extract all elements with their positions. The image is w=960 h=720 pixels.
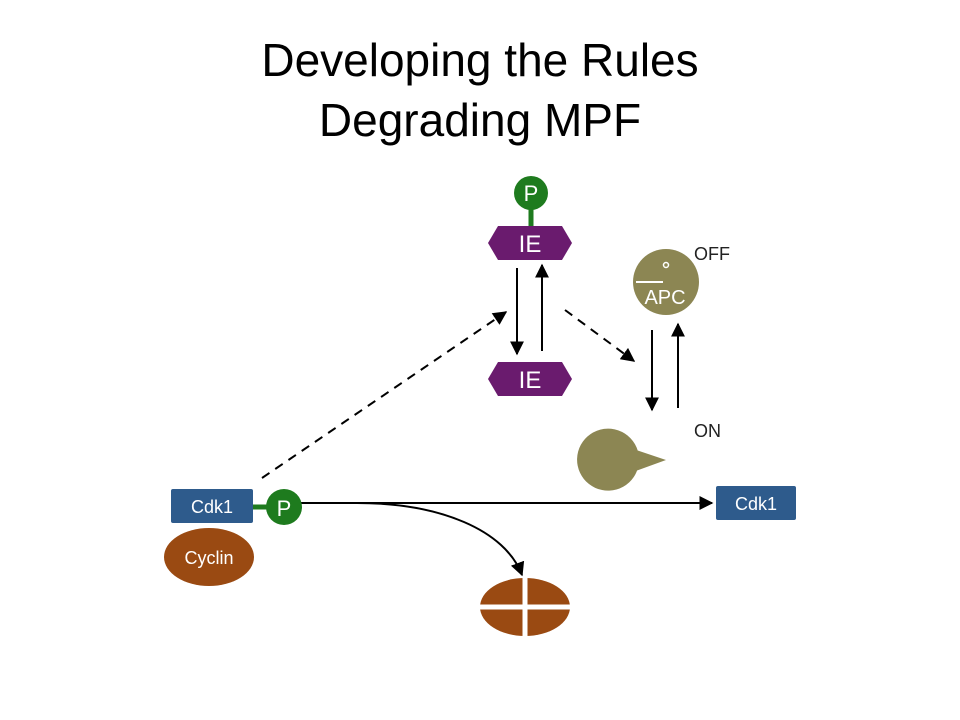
- cyclin-degradation-arrow: [356, 502, 525, 577]
- apc-off-label: APC: [644, 287, 685, 309]
- slide-title: Developing the Rules Degrading MPF: [0, 30, 960, 150]
- mpf-activates-ie-arrow: [261, 311, 508, 479]
- mpf-complex: Cdk1 P Cyclin: [164, 489, 302, 586]
- title-line-1: Developing the Rules: [261, 34, 699, 86]
- apc-off-circle: [633, 249, 699, 315]
- ie-node: IE: [488, 362, 572, 396]
- apc-eye: [662, 439, 670, 447]
- ie-hexagon: [488, 362, 572, 396]
- cdk1-phospho-label: P: [277, 496, 292, 521]
- phospho-circle: [514, 176, 548, 210]
- cdk1-left-label: Cdk1: [191, 497, 233, 517]
- apc-off-state-label: OFF: [694, 244, 730, 264]
- apc-on-state-label: ON: [694, 421, 721, 441]
- cdk1-right-node: Cdk1: [716, 486, 796, 520]
- title-line-2: Degrading MPF: [318, 94, 642, 146]
- cdk1-right-box: [716, 486, 796, 520]
- ie-phosphorylated-label: IE: [519, 231, 542, 258]
- cdk1-right-label: Cdk1: [735, 494, 777, 514]
- ie-activates-apc-arrow: [564, 309, 636, 362]
- cyclin-label: Cyclin: [184, 548, 233, 568]
- apc-on-shape: [577, 428, 666, 491]
- apc-off-node: APC OFF: [633, 244, 730, 315]
- apc-on-label: APC: [644, 466, 685, 488]
- degraded-cyclin-icon: [478, 576, 572, 638]
- cdk1-left-box: [171, 489, 253, 523]
- ie-phosphorylated-node: P IE: [488, 176, 572, 260]
- ie-phospho-label: P: [524, 181, 539, 206]
- apc-eye: [662, 261, 670, 269]
- ie-hexagon: [488, 226, 572, 260]
- apc-on-node: APC ON: [577, 421, 721, 491]
- cdk1-phospho-circle: [266, 489, 302, 525]
- cyclin-ellipse: [164, 528, 254, 586]
- ie-label: IE: [519, 367, 542, 394]
